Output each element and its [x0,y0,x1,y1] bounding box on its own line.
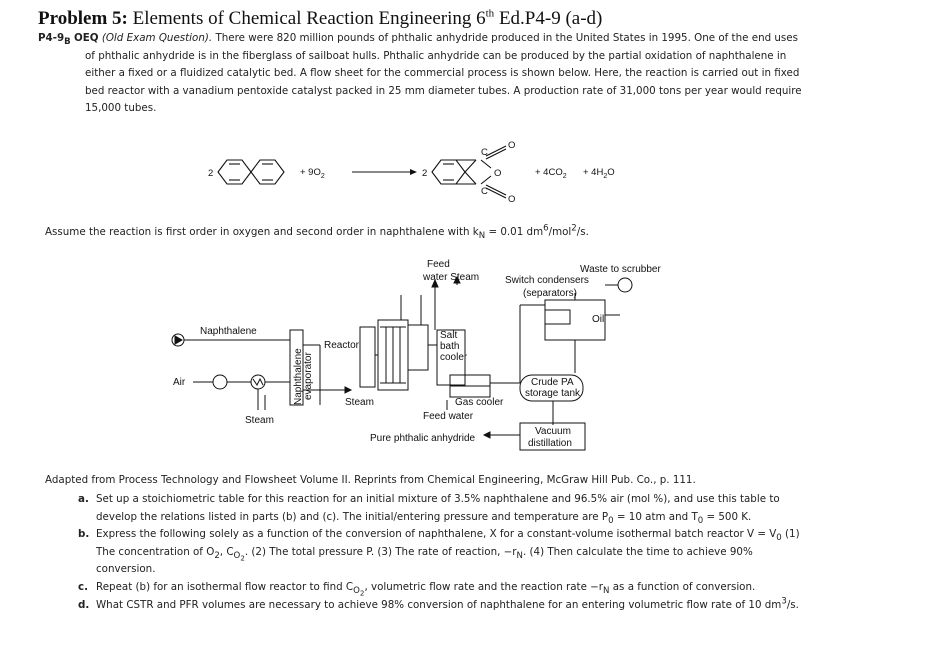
naphthalene-evaporator [289,329,304,406]
intro-text: There were 820 million pounds of phthali… [85,32,802,115]
title-sup: th [485,7,495,20]
label-distillation: distillation [528,438,572,449]
air-blower-icon [212,374,228,390]
label-feed-water: Feed water [423,411,474,422]
label-water-steam: water Steam [422,272,479,283]
ring-oxygen: O [494,168,501,179]
part-c: c. Repeat (b) for an isothermal flow rea… [78,580,756,598]
salt-bath-cooler [436,329,466,386]
reactor-vessel [359,326,376,388]
label-feed: Feed [427,259,450,270]
carbonyl-o-top: O [508,140,515,151]
source-citation: Adapted from Process Technology and Flow… [45,474,696,486]
oeq-tag: OEQ [73,32,99,44]
label-pure-pa: Pure phthalic anhydride [370,433,476,444]
problem-intro: P4-9B OEQ (Old Exam Question). There wer… [38,30,808,118]
part-a: a. Set up a stoichiometric table for thi… [78,493,780,526]
plus-o2: + 9O2 [300,167,325,180]
label-naph-evaporator-1: Naphthalene [293,348,304,405]
label-waste-scrubber: Waste to scrubber [580,264,661,275]
label-gas-cooler: Gas cooler [455,397,504,408]
title-bold: Problem 5: [38,8,128,29]
label-salt: Salt [440,330,457,341]
flowsheet-svg: Naphthalene Air Steam Naphthalene evapor… [171,259,661,451]
label-vacuum: Vacuum [535,426,571,437]
label-naphthalene: Naphthalene [200,326,257,337]
reaction-svg: 2 + 9O2 2 [208,140,615,205]
scrubber-fan-icon [617,277,633,293]
label-bath: bath [440,341,459,352]
reaction-equation: 2 + 9O2 2 [200,132,660,212]
oeq-paren: (Old Exam Question). [101,32,213,44]
carbonyl-c-top: C [481,147,488,158]
label-switch-condensers: Switch condensers [505,275,589,286]
crude-pa-storage-tank [519,374,584,402]
assumption-statement: Assume the reaction is first order in ox… [45,223,589,242]
title-main: Elements of Chemical Reaction Engineerin… [132,8,486,29]
label-steam-mid: Steam [345,397,374,408]
label-reactor: Reactor [324,340,360,351]
coef-naphthalene: 2 [208,168,213,179]
label-steam-bottom: Steam [245,415,274,426]
label-separators: (separators) [523,288,577,299]
carbonyl-c-bottom: C [481,186,488,197]
plus-h2o: + 4H2O [583,167,615,180]
vacuum-distillation [519,422,586,451]
problem-id: P4-9B [38,32,71,48]
part-b: b. Express the following solely as a fun… [78,528,800,576]
label-cooler: cooler [440,352,468,363]
label-air: Air [173,377,186,388]
plus-co2: + 4CO2 [535,167,567,180]
label-oil: Oil [592,314,604,325]
label-crude-pa: Crude PA [531,377,574,388]
coef-phthalic: 2 [422,168,427,179]
problem-parts: a. Set up a stoichiometric table for thi… [78,491,808,614]
naphthalene-structure [217,159,285,185]
label-storage-tank: storage tank [525,388,581,399]
problem-title: Problem 5: Elements of Chemical Reaction… [38,8,602,30]
process-flowsheet: Naphthalene Air Steam Naphthalene evapor… [165,255,685,465]
part-d: d. What CSTR and PFR volumes are necessa… [78,596,799,611]
phthalic-anhydride-structure [431,145,507,199]
carbonyl-o-bottom: O [508,194,515,205]
label-naph-evaporator-2: evaporator [303,352,314,400]
arrow-head-icon [410,169,417,175]
title-tail: Ed.P4-9 (a-d) [494,8,603,29]
